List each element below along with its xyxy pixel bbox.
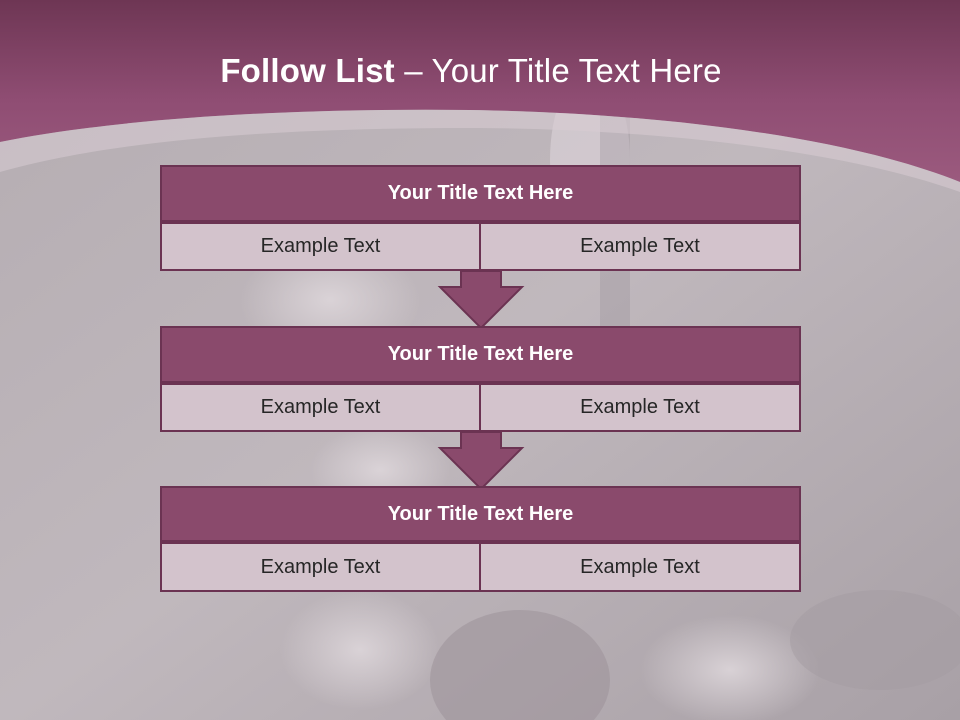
flow-block-2: Your Title Text Here Example Text Exampl… — [160, 326, 801, 433]
block-cell-right: Example Text — [479, 383, 801, 432]
block-cell-left: Example Text — [160, 383, 481, 432]
arrow-down-icon — [437, 431, 525, 491]
arrow-down-icon — [437, 270, 525, 330]
block-cell-right: Example Text — [479, 542, 801, 592]
header-band — [0, 0, 960, 192]
block-cell-left: Example Text — [160, 542, 481, 592]
title-bold-text: Follow List — [220, 52, 395, 89]
slide-title: Follow List – Your Title Text Here — [0, 52, 942, 90]
flow-block-1: Your Title Text Here Example Text Exampl… — [160, 165, 801, 272]
flow-block-3: Your Title Text Here Example Text Exampl… — [160, 486, 801, 592]
title-rest-text: – Your Title Text Here — [394, 52, 722, 89]
block-cell-right: Example Text — [479, 222, 801, 271]
block-header: Your Title Text Here — [160, 165, 801, 222]
block-cell-left: Example Text — [160, 222, 481, 271]
block-header: Your Title Text Here — [160, 326, 801, 383]
block-header: Your Title Text Here — [160, 486, 801, 542]
